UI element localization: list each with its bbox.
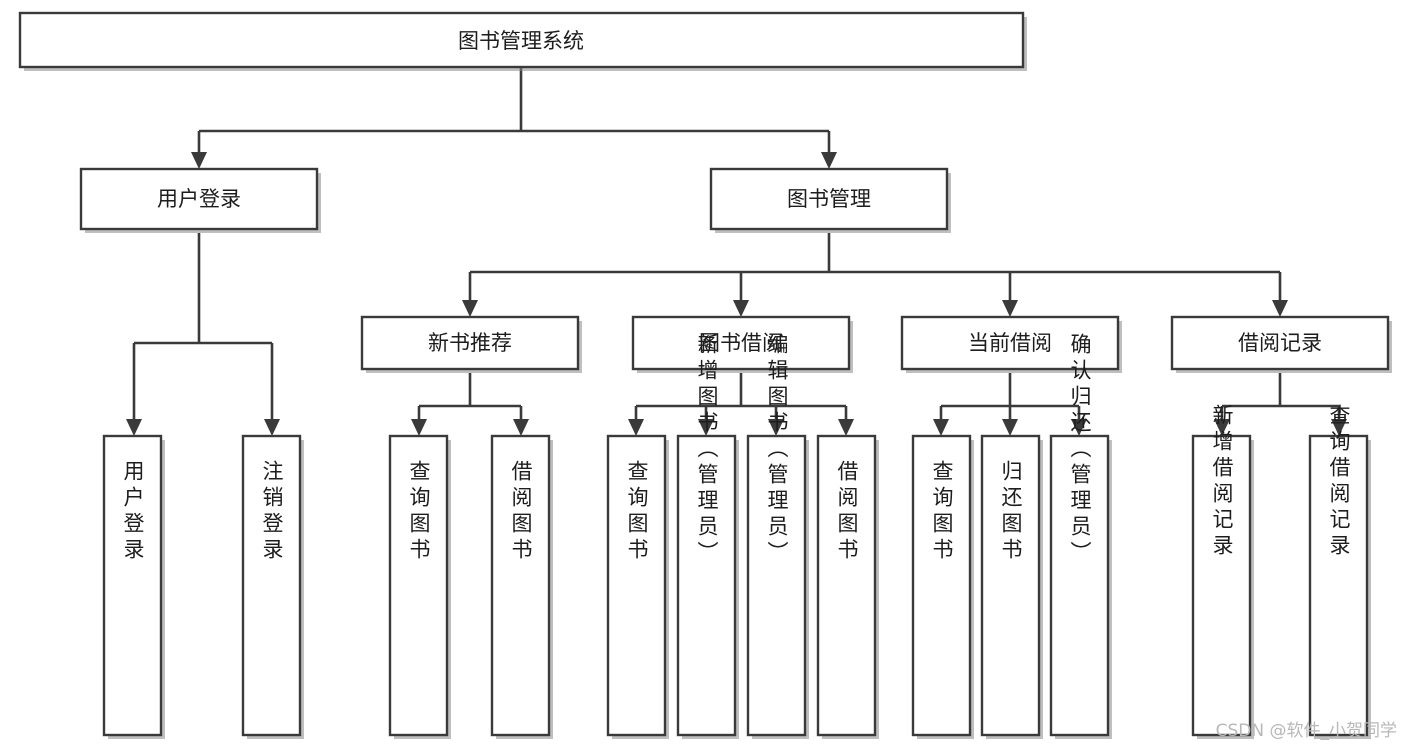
arrowhead-currentborrow-leaf2 xyxy=(1002,419,1018,436)
leaf-node-newbook-borrow[interactable]: 借阅图书 xyxy=(490,434,553,739)
leaf-node-borrow-query[interactable]: 查询图书 xyxy=(606,434,669,739)
arrowhead-bookborrow-leaf2 xyxy=(698,419,714,436)
leaf-user-login-box xyxy=(102,434,163,737)
leaf-node-edit-book[interactable]: 编辑图书（管理员） xyxy=(746,333,809,739)
arrowhead-user-login xyxy=(191,152,207,169)
node-borrow-record[interactable]: 借阅记录 xyxy=(1170,315,1392,373)
node-book-borrow-label: 图书借阅 xyxy=(699,331,783,355)
arrowhead-borrowrecord-leaf2 xyxy=(1331,419,1347,436)
leaf-node-current-query[interactable]: 查询图书 xyxy=(911,434,974,739)
leaf-query-record-label: 查询借阅记录 xyxy=(1327,404,1351,560)
leaf-newbook-query-label: 查询图书 xyxy=(407,460,431,564)
node-new-book-recommend[interactable]: 新书推荐 xyxy=(360,315,582,373)
arrowhead-bookborrow-leaf4 xyxy=(838,419,854,436)
leaf-borrow-book-box xyxy=(816,434,877,737)
leaf-confirm-return-label: 确认归还（管理员） xyxy=(1068,333,1092,567)
leaf-logout-label: 注销登录 xyxy=(260,460,284,564)
node-current-borrow-label: 当前借阅 xyxy=(968,331,1052,355)
node-user-login-label: 用户登录 xyxy=(157,187,241,211)
leaf-node-newbook-query[interactable]: 查询图书 xyxy=(388,434,451,739)
arrowhead-leaf-user-login xyxy=(126,419,142,436)
node-user-login[interactable]: 用户登录 xyxy=(79,167,321,233)
arrowhead-bookborrow-leaf3 xyxy=(768,419,784,436)
arrowhead-book-mgmt xyxy=(821,152,837,169)
leaf-newbook-borrow-label: 借阅图书 xyxy=(509,460,533,564)
node-current-borrow[interactable]: 当前借阅 xyxy=(900,315,1122,373)
leaf-node-return-book[interactable]: 归还图书 xyxy=(980,434,1043,739)
node-root-box xyxy=(18,11,1025,69)
arrowhead-currentborrow-leaf3 xyxy=(1071,419,1087,436)
leaf-node-borrow-book[interactable]: 借阅图书 xyxy=(816,434,879,739)
connector-layer xyxy=(126,67,1347,436)
leaf-node-query-record[interactable]: 查询借阅记录 xyxy=(1308,404,1371,739)
arrowhead-borrow-record xyxy=(1272,300,1288,317)
node-book-management-box xyxy=(709,167,949,231)
leaf-add-book-box xyxy=(676,434,737,737)
leaf-edit-book-label: 编辑图书（管理员） xyxy=(765,333,789,567)
leaf-add-book-label: 新增图书（管理员） xyxy=(695,333,719,567)
arrowhead-current-borrow xyxy=(1002,300,1018,317)
node-root-label: 图书管理系统 xyxy=(458,29,584,53)
arrowhead-bookborrow-leaf1 xyxy=(628,419,644,436)
node-current-borrow-box xyxy=(900,315,1120,371)
leaf-node-add-book[interactable]: 新增图书（管理员） xyxy=(676,333,739,739)
node-book-management-label: 图书管理 xyxy=(787,187,871,211)
leaf-confirm-return-box xyxy=(1049,434,1110,737)
leaf-node-add-record[interactable]: 新增借阅记录 xyxy=(1191,404,1254,739)
leaf-borrow-query-box xyxy=(606,434,667,737)
leaf-borrow-query-label: 查询图书 xyxy=(625,460,649,564)
leaf-newbook-query-box xyxy=(388,434,449,737)
leaf-node-confirm-return[interactable]: 确认归还（管理员） xyxy=(1049,333,1112,739)
arrowhead-currentborrow-leaf1 xyxy=(933,419,949,436)
node-new-book-recommend-label: 新书推荐 xyxy=(428,331,512,355)
arrowhead-new-book xyxy=(462,300,478,317)
leaf-edit-book-box xyxy=(746,434,807,737)
node-new-book-recommend-box xyxy=(360,315,580,371)
arrowhead-borrowrecord-leaf1 xyxy=(1214,419,1230,436)
node-root[interactable]: 图书管理系统 xyxy=(18,11,1027,71)
leaf-current-query-box xyxy=(911,434,972,737)
node-book-borrow[interactable]: 图书借阅 xyxy=(631,315,853,373)
leaf-borrow-book-label: 借阅图书 xyxy=(835,460,859,564)
node-borrow-record-box xyxy=(1170,315,1390,371)
leaf-current-query-label: 查询图书 xyxy=(930,460,954,564)
arrowhead-newbook-leaf1 xyxy=(411,419,427,436)
node-user-login-box xyxy=(79,167,319,231)
arrowhead-leaf-logout xyxy=(264,419,280,436)
leaf-add-record-box xyxy=(1191,434,1252,737)
node-borrow-record-label: 借阅记录 xyxy=(1238,331,1322,355)
leaf-return-book-label: 归还图书 xyxy=(999,460,1023,564)
leaf-add-record-label: 新增借阅记录 xyxy=(1210,404,1234,560)
arrowhead-newbook-leaf2 xyxy=(513,419,529,436)
leaf-logout-box xyxy=(241,434,302,737)
leaf-node-logout[interactable]: 注销登录 xyxy=(241,434,304,739)
leaf-user-login-label: 用户登录 xyxy=(121,460,145,564)
node-book-borrow-box xyxy=(631,315,851,371)
node-book-management[interactable]: 图书管理 xyxy=(709,167,951,233)
leaf-query-record-box xyxy=(1308,434,1369,737)
arrowhead-book-borrow xyxy=(733,300,749,317)
leaf-newbook-borrow-box xyxy=(490,434,551,737)
leaf-return-book-box xyxy=(980,434,1041,737)
csdn-watermark: CSDN @软件_小贺同学 xyxy=(1215,721,1397,741)
leaf-node-user-login[interactable]: 用户登录 xyxy=(102,434,165,739)
